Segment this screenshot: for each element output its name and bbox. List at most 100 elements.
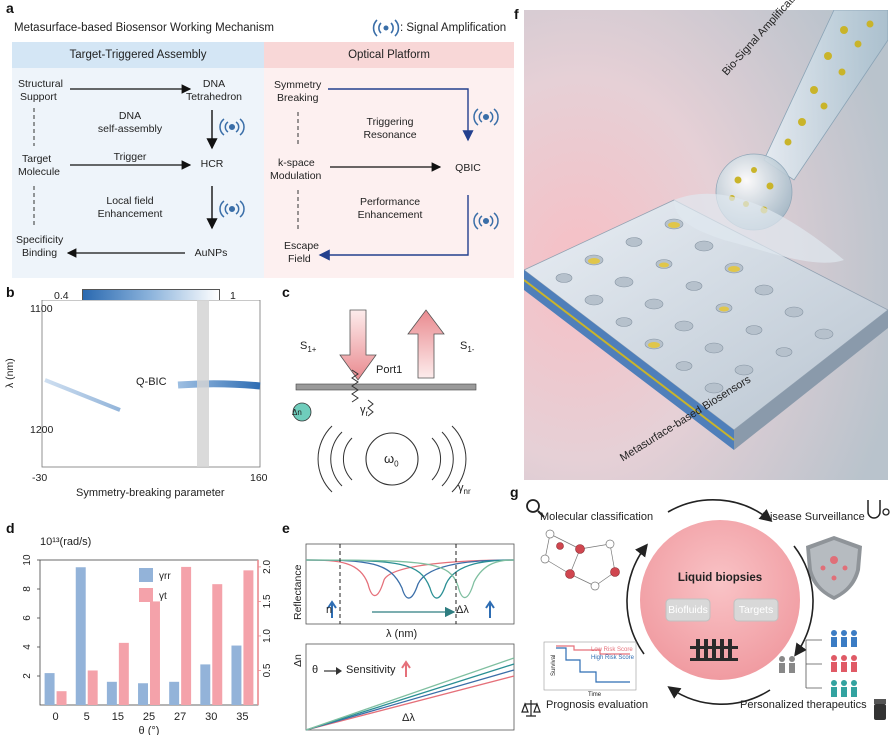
disease-surveillance-label: Disease Surveillance bbox=[762, 511, 865, 523]
omega-label: ω0 bbox=[384, 451, 399, 469]
right-tick-label: 1.5 bbox=[262, 594, 273, 608]
panel-a-title: Metasurface-based Biosensor Working Mech… bbox=[14, 22, 274, 34]
panel-d-label: d bbox=[6, 520, 15, 536]
dna-tetrahedron-l2: Tetrahedron bbox=[185, 91, 243, 103]
escape-field-l1: Escape bbox=[284, 240, 320, 252]
km-high-label: High Risk Score bbox=[591, 655, 635, 661]
x-tick-label: 27 bbox=[174, 711, 186, 723]
s-out-sub: 1- bbox=[467, 345, 475, 355]
qbic-heatmap bbox=[41, 300, 261, 468]
bar-gamma-t bbox=[87, 670, 98, 705]
triggering-resonance-l1: Triggering bbox=[366, 116, 414, 128]
ytick-1200: 1200 bbox=[30, 424, 54, 436]
aunps-node: AuNPs bbox=[194, 247, 228, 259]
structural-support-l1: Structural bbox=[18, 78, 63, 90]
bar-gamma-rr bbox=[231, 645, 242, 705]
panel-e-top-ylabel: Reflectance bbox=[292, 564, 304, 620]
bar-gamma-rr bbox=[138, 683, 148, 705]
n-label: n bbox=[326, 604, 333, 616]
x-tick-label: 30 bbox=[205, 711, 217, 723]
panel-b-label: b bbox=[6, 284, 15, 300]
triggering-resonance-l2: Resonance bbox=[363, 129, 417, 141]
biofluids-chip: Biofluids bbox=[668, 604, 708, 616]
s-in-label: S1+ bbox=[300, 340, 317, 355]
bar-gamma-rr bbox=[169, 681, 180, 705]
x-tick-label: 25 bbox=[143, 711, 155, 723]
escape-field-l2: Field bbox=[288, 253, 311, 265]
panel-c-label: c bbox=[282, 284, 290, 300]
bar-gamma-t bbox=[56, 691, 67, 705]
xtick-right: 160 bbox=[250, 472, 268, 484]
prognosis-label: Prognosis evaluation bbox=[546, 699, 649, 711]
panel-a-label: a bbox=[6, 0, 14, 16]
local-field-l1: Local field bbox=[106, 195, 154, 207]
bar-gamma-rr bbox=[200, 664, 211, 705]
panel-g-label: g bbox=[510, 484, 519, 500]
delta-n-bubble-label: Δn bbox=[292, 408, 302, 417]
right-tick-label: 0.5 bbox=[262, 663, 273, 677]
legend-label-gamma-rr: γrr bbox=[159, 571, 171, 582]
sensitivity-label: Sensitivity bbox=[346, 664, 396, 676]
bar-gamma-rr bbox=[106, 681, 117, 705]
liquid-biopsy-diagram bbox=[521, 499, 890, 720]
specificity-l2: Binding bbox=[22, 247, 58, 259]
trigger-label: Trigger bbox=[113, 151, 147, 163]
kspace-l2: Modulation bbox=[270, 170, 322, 182]
coupled-mode-diagram bbox=[292, 309, 477, 493]
right-tick-label: 1.0 bbox=[262, 629, 273, 643]
gamma-nr-sub: nr bbox=[463, 487, 471, 497]
x-axis-label: θ (°) bbox=[139, 725, 160, 735]
omega-sub: 0 bbox=[394, 459, 399, 469]
right-tick-label: 2.0 bbox=[262, 560, 273, 574]
panel-a-arrows bbox=[33, 84, 499, 261]
target-molecule-l1: Target bbox=[22, 153, 52, 165]
panel-e-label: e bbox=[282, 520, 290, 536]
s-out-label: S1- bbox=[460, 340, 475, 355]
panel-b-ylabel: λ (nm) bbox=[4, 358, 16, 388]
left-box bbox=[12, 42, 264, 278]
bar-gamma-t bbox=[212, 584, 223, 705]
km-xlabel: Time bbox=[588, 692, 602, 698]
x-tick-label: 5 bbox=[84, 711, 90, 723]
kspace-l1: k-space bbox=[278, 157, 315, 169]
target-molecule-l2: Molecule bbox=[18, 166, 61, 178]
colorbar-max: 1 bbox=[230, 290, 236, 302]
bar-gamma-t bbox=[118, 642, 129, 705]
panel-e-bottom-xlabel: Δλ bbox=[402, 712, 415, 724]
legend-signal-amplification: : Signal Amplification bbox=[400, 22, 507, 34]
signal-amplification-icon bbox=[372, 19, 400, 37]
specificity-l1: Specificity bbox=[16, 234, 64, 246]
bar-gamma-rr bbox=[44, 673, 55, 705]
left-header: Target-Triggered Assembly bbox=[12, 42, 264, 68]
local-field-l2: Enhancement bbox=[97, 208, 163, 220]
x-tick-label: 35 bbox=[236, 711, 248, 723]
left-tick-label: 4 bbox=[22, 644, 33, 650]
x-tick-label: 15 bbox=[112, 711, 124, 723]
left-tick-label: 2 bbox=[22, 673, 33, 679]
km-low-label: Low Risk Score bbox=[591, 647, 633, 653]
hcr-node: HCR bbox=[200, 158, 224, 170]
x-tick-label: 0 bbox=[53, 711, 59, 723]
panel-e-bottom-ylabel: Δn bbox=[292, 654, 304, 667]
dna-self-assembly-l2: self-assembly bbox=[97, 123, 163, 135]
panel-b-xlabel: Symmetry-breaking parameter bbox=[76, 487, 225, 499]
structural-support-l2: Support bbox=[20, 91, 57, 103]
port-label: Port1 bbox=[376, 364, 403, 376]
reflectance-sensitivity-plots bbox=[305, 543, 515, 731]
bar-gamma-t bbox=[243, 570, 254, 705]
legend-label-gamma-t: γt bbox=[159, 591, 167, 602]
right-box bbox=[264, 42, 514, 278]
theta-label: θ bbox=[312, 664, 319, 676]
bar-gamma-rr bbox=[75, 567, 86, 705]
dna-tetrahedron-l1: DNA bbox=[202, 78, 226, 90]
legend-swatch-gamma-rr bbox=[139, 568, 153, 582]
ytick-1100: 1100 bbox=[30, 303, 53, 315]
right-header: Optical Platform bbox=[264, 42, 514, 68]
gamma-r-label: γr bbox=[360, 404, 369, 419]
dna-self-assembly-l1: DNA bbox=[118, 110, 142, 122]
performance-l2: Enhancement bbox=[357, 209, 423, 221]
left-tick-label: 8 bbox=[22, 586, 33, 592]
metasurface-illustration bbox=[524, 10, 888, 480]
unit-label: 10¹³(rad/s) bbox=[40, 536, 92, 548]
performance-l1: Performance bbox=[359, 196, 421, 208]
